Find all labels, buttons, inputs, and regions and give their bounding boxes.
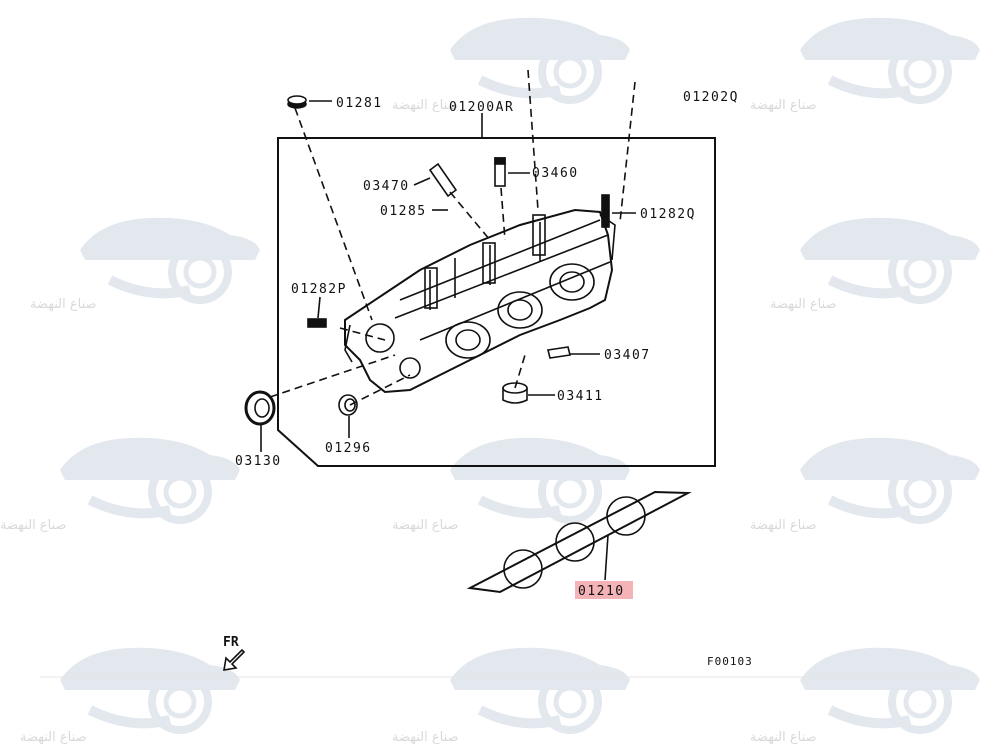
direction-label: FR xyxy=(223,635,239,650)
part-label-03411[interactable]: 03411 xyxy=(557,389,604,404)
part-03411-icon xyxy=(502,382,528,404)
part-label-01202Q[interactable]: 01202Q xyxy=(683,90,739,105)
head-gasket-icon xyxy=(466,490,692,594)
part-label-01285[interactable]: 01285 xyxy=(380,204,427,219)
part-label-03460[interactable]: 03460 xyxy=(532,166,579,181)
watermark-text: صناع النهضة xyxy=(392,730,459,745)
part-label-01282P[interactable]: 01282P xyxy=(291,282,347,297)
part-03470-icon xyxy=(428,162,458,198)
part-03460-icon xyxy=(494,157,506,187)
part-label-01200AR[interactable]: 01200AR xyxy=(449,100,514,115)
watermark-text: صناع النهضة xyxy=(750,518,817,533)
leader-line xyxy=(317,296,321,319)
leader-line xyxy=(413,177,431,186)
dashed-leader xyxy=(499,174,506,241)
part-03407-icon xyxy=(547,346,571,359)
watermark-text: صناع النهضة xyxy=(770,297,837,312)
figure-code: F00103 xyxy=(707,655,753,668)
part-label-03407[interactable]: 03407 xyxy=(604,348,651,363)
watermark-text: صناع النهضة xyxy=(392,98,459,113)
dashed-leader xyxy=(449,191,491,241)
watermark-text: صناع النهضة xyxy=(0,518,67,533)
dashed-leader xyxy=(269,354,396,398)
part-01296-icon xyxy=(338,394,358,416)
cylinder-head-icon xyxy=(344,208,616,394)
watermark-text: صناع النهضة xyxy=(392,518,459,533)
watermark-text: صناع النهضة xyxy=(750,98,817,113)
part-label-01282Q[interactable]: 01282Q xyxy=(640,207,696,222)
watermark-text: صناع النهضة xyxy=(30,297,97,312)
part-label-01281[interactable]: 01281 xyxy=(336,96,383,111)
part-label-01210[interactable]: 01210 xyxy=(578,584,625,599)
part-01282P-icon xyxy=(307,318,327,328)
part-label-03130[interactable]: 03130 xyxy=(235,454,282,469)
dashed-leader xyxy=(349,374,411,406)
dashed-leader xyxy=(527,69,539,211)
dashed-leader xyxy=(339,327,386,341)
part-label-01296[interactable]: 01296 xyxy=(325,441,372,456)
dashed-leader xyxy=(619,81,636,223)
part-highlight xyxy=(575,581,633,599)
part-03130-icon xyxy=(244,390,276,426)
assembly-frame xyxy=(277,137,716,467)
dashed-leader xyxy=(294,107,373,321)
front-direction-arrow-icon xyxy=(223,648,246,671)
watermark-text: صناع النهضة xyxy=(20,730,87,745)
part-label-03470[interactable]: 03470 xyxy=(363,179,410,194)
watermark-text: صناع النهضة xyxy=(750,730,817,745)
part-01281-icon xyxy=(287,95,307,109)
part-01282Q-icon xyxy=(601,194,610,228)
